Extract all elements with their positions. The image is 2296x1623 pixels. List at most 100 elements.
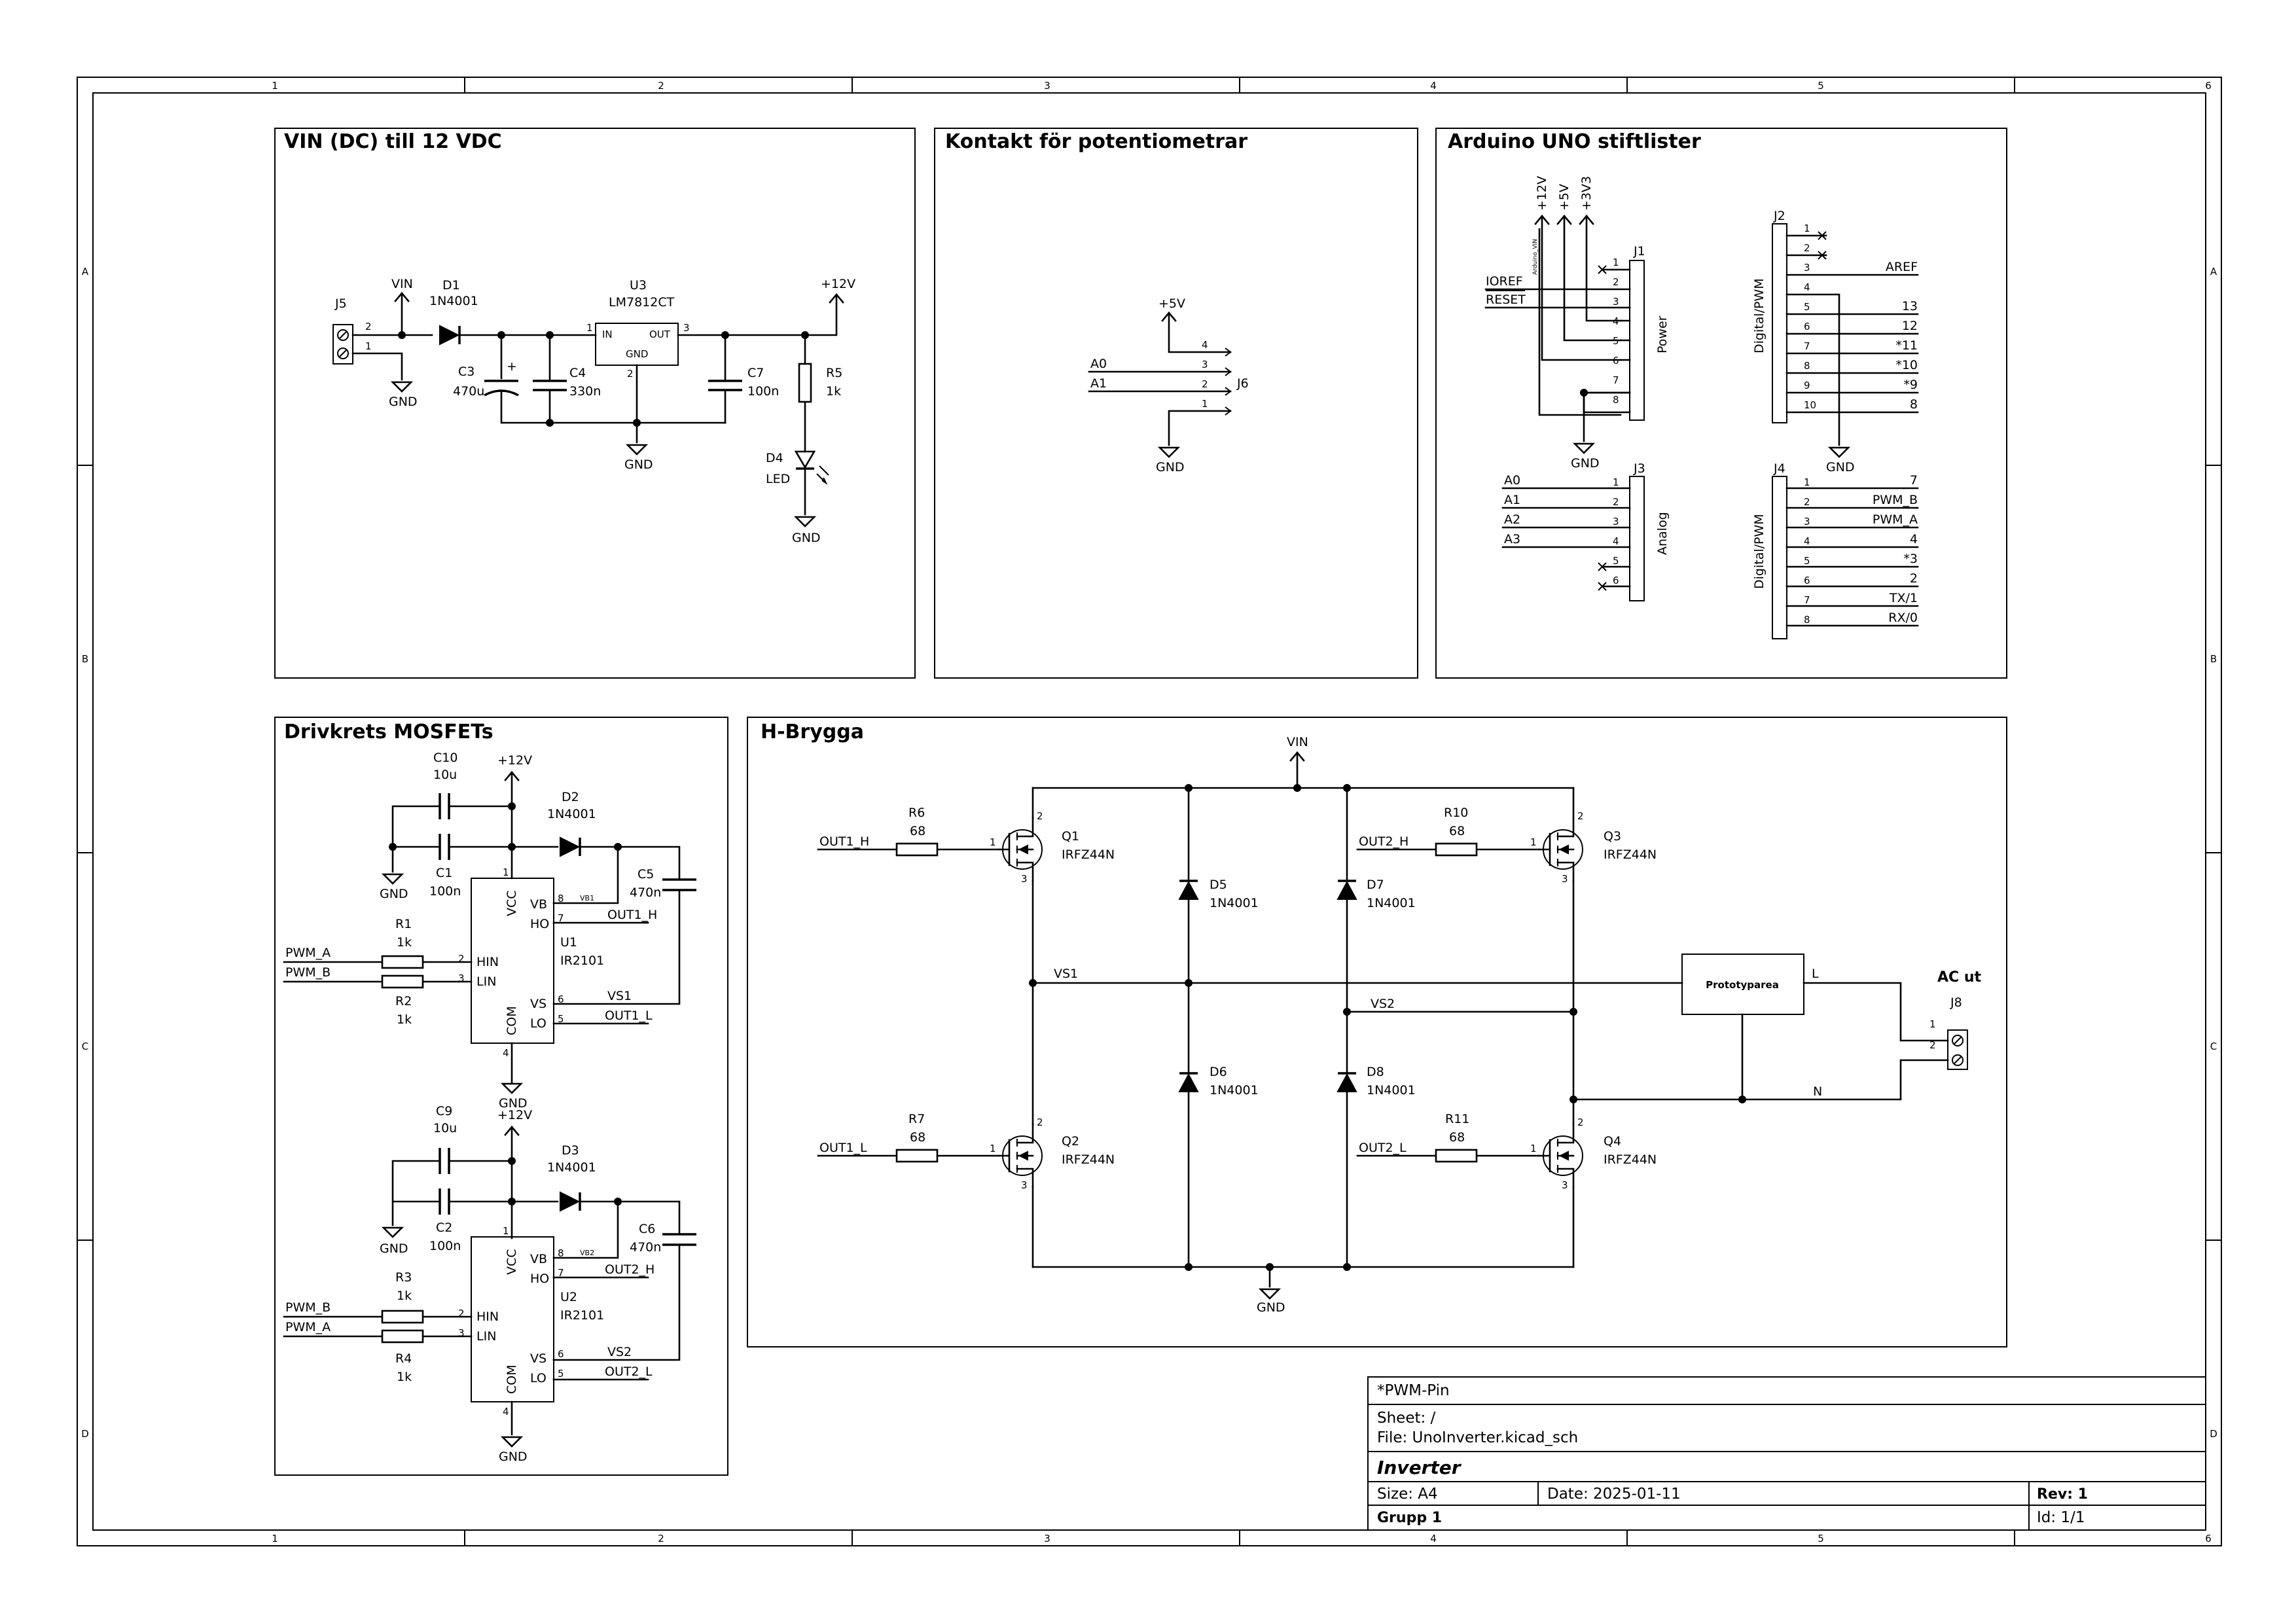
ref-r3: R3 [395,1270,412,1285]
net-vin: VIN [391,277,413,291]
title-size: Size: A4 [1377,1486,1438,1503]
value-d6: 1N4001 [1210,1083,1259,1097]
pin-vb: VB [530,1252,547,1266]
net-vs1: VS1 [1054,967,1078,981]
net-gnd: GND [389,395,418,409]
col-label-bottom: 6 [2205,1533,2212,1544]
pin-num: 2 [458,1308,465,1319]
pin-num: 5 [1804,555,1810,567]
u1-pin-numbers: 1 2 3 4 5 6 7 8 [458,866,564,1059]
row-label-left: C [82,1041,88,1052]
net-gnd: GND [1571,456,1600,471]
pin-num: 3 [683,322,690,334]
col-label-bottom: 4 [1430,1533,1437,1544]
pin-num: 2 [1037,810,1043,822]
net-gnd: GND [380,1241,408,1256]
ref-j6: J6 [1236,376,1249,391]
header-name-analog: Analog [1655,512,1670,555]
j3-pins: 1 2 3 4 5 6 [1613,476,1619,586]
pin-num: 7 [558,1267,564,1279]
plus-sign: + [507,359,517,374]
j2-labels: AREF 13 12 *11 *10 *9 8 [1886,260,1918,412]
pin-num: 6 [1804,575,1810,586]
ref-j5: J5 [334,296,347,311]
pin-num: 2 [627,368,634,380]
row-label-right: B [2210,653,2217,665]
value-q1: IRFZ44N [1062,847,1115,862]
ref-c3: C3 [458,365,475,379]
pin-gnd: GND [626,348,648,360]
net-label: 13 [1902,299,1918,313]
pin-num: 4 [1804,281,1810,293]
value-d4: LED [766,472,790,486]
header-name-digital: Digital/PWM [1752,278,1767,353]
block-title-pot: Kontakt för potentiometrar [945,130,1247,153]
net-label: 12 [1902,319,1918,333]
pin-out: OUT [649,329,671,340]
net-out2-h: OUT2_H [1359,834,1408,849]
ref-r1: R1 [395,917,412,931]
pin-lo: LO [530,1016,547,1031]
pin-num: 2 [1929,1039,1936,1051]
pin-num: 8 [1804,614,1810,626]
net-label: 2 [1910,571,1918,586]
pin-num: 1 [503,866,509,878]
value-r10: 68 [1449,824,1465,838]
pin-num: 2 [1613,496,1619,508]
ref-d6: D6 [1210,1065,1227,1079]
value-d8: 1N4001 [1367,1083,1416,1097]
driver-u2-section: C9 10u C2 100n GND +12V D3 1N4001 C6 470… [283,1104,696,1464]
pin-num: 5 [1613,335,1619,347]
net-pwm-a: PWM_A [285,946,331,960]
pin-vcc: VCC [505,890,519,916]
value-c7: 100n [747,384,779,399]
pin-hin: HIN [476,955,499,969]
pin-num: 3 [458,1327,465,1339]
net-vin: VIN [1287,735,1308,749]
col-label-top: 6 [2205,80,2212,92]
pin-ho: HO [530,917,549,931]
value-r7: 68 [910,1130,925,1145]
net-label: *11 [1895,338,1918,353]
net-pwm-b: PWM_B [285,1300,331,1315]
net-label: 4 [1910,532,1918,546]
net-label: TX/1 [1889,591,1918,605]
pin-num: 2 [1613,276,1619,288]
header-name-power: Power [1655,315,1670,353]
arduino-headers: +12V +5V +3V3 Arduino_VIN J1 Power 1 2 3… [1484,176,1919,639]
net-ioref: IOREF [1486,274,1523,289]
ref-j4: J4 [1773,461,1785,476]
net-label: A0 [1504,473,1520,488]
net-l: L [1812,967,1819,981]
ref-q1: Q1 [1062,829,1079,844]
title-company: Grupp 1 [1377,1510,1442,1526]
pin-num: 2 [1577,810,1584,822]
pin-vcc: VCC [505,1249,519,1275]
ref-j8: J8 [1950,995,1962,1010]
net-vs2: VS2 [607,1345,632,1359]
driver-u1-section: C10 10u C1 100n GND +12V D2 1N4001 C5 47… [283,751,696,1111]
net-vs1: VS1 [607,989,632,1003]
net-gnd: GND [1826,460,1855,474]
ref-d5: D5 [1210,878,1227,892]
drawing-frame [77,77,2222,1546]
pin-num: 5 [1804,301,1810,313]
ref-r7: R7 [908,1112,925,1126]
net-label: AREF [1886,260,1918,274]
net-gnd: GND [499,1450,528,1464]
pin-num: 2 [458,953,465,965]
pin-num: 3 [1804,262,1810,274]
net-12v: +12V [497,753,532,768]
net-arduino-vin: Arduino_VIN [1532,239,1539,275]
ref-q2: Q2 [1062,1134,1079,1149]
value-d5: 1N4001 [1210,896,1259,910]
pin-num: 1 [503,1225,509,1237]
net-label: A1 [1504,493,1520,507]
row-label-left: A [82,266,89,277]
pin-num: 1 [990,836,996,848]
net-gnd: GND [1156,460,1185,474]
net-label: A2 [1504,512,1520,527]
value-r2: 1k [397,1012,412,1027]
value-c4: 330n [569,384,601,399]
pin-num: 3 [1202,359,1208,370]
